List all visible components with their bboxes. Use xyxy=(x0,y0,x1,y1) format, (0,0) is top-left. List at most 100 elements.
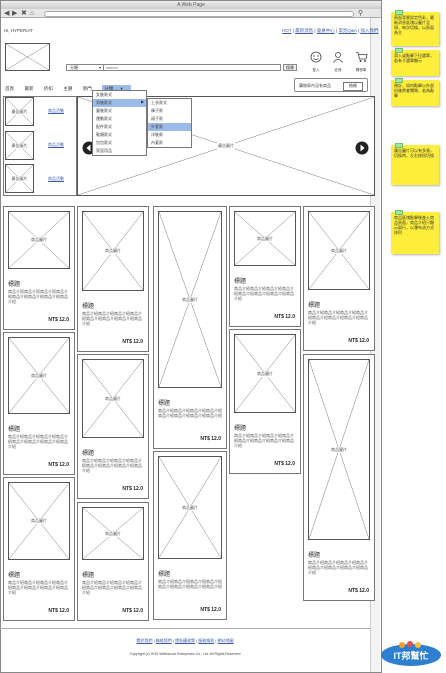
menu-item[interactable]: 上衣款式 xyxy=(151,100,167,105)
home-icon[interactable]: ⌂ xyxy=(30,10,35,17)
close-icon[interactable]: ✖ xyxy=(21,10,27,17)
product-image[interactable]: 商品圖片 xyxy=(158,456,222,559)
search-category-select[interactable]: 分類 ▾ xyxy=(66,64,104,71)
product-image[interactable]: 商品圖片 xyxy=(82,359,144,438)
product-image[interactable]: 商品圖片 xyxy=(308,211,370,290)
top-link[interactable]: 常見Q&A xyxy=(338,28,357,33)
image-label: 廣告圖片 xyxy=(10,142,29,149)
login-link[interactable]: 登入 xyxy=(309,50,323,73)
sticky-note: 頁面背景設定色彩，最新消息區塊以圖片呈現，每次切換，以頁面為主 xyxy=(391,10,439,46)
forward-icon[interactable]: ▶ xyxy=(12,10,18,17)
banner-thumb[interactable]: 廣告圖片 xyxy=(5,97,34,126)
product-card[interactable]: 商品圖片 標題 商品介紹商品介紹商品介紹商品介紹商品介紹商品介紹商品介紹商品介紹… xyxy=(229,206,301,327)
search-icon[interactable]: ⚲ xyxy=(358,10,364,17)
product-price: NT$ 12.0 xyxy=(274,314,295,320)
top-link[interactable]: 會員中心 xyxy=(316,28,335,33)
product-title: 標題 xyxy=(82,573,95,579)
product-price: NT$ 12.0 xyxy=(122,608,143,614)
image-label: 商品圖片 xyxy=(181,296,199,303)
product-card[interactable]: 商品圖片 標題 商品介紹商品介紹商品介紹商品介紹商品介紹商品介紹商品介紹商品介紹… xyxy=(77,206,149,352)
menu-item-selected[interactable]: 外套款 xyxy=(148,123,191,131)
nav-item[interactable]: 折扣 xyxy=(43,86,53,91)
top-link[interactable]: 加入我們 xyxy=(360,28,379,33)
back-icon[interactable]: ◀ xyxy=(4,10,10,17)
product-title: 標題 xyxy=(234,279,247,285)
pin-icon xyxy=(395,210,403,215)
menu-item[interactable]: 童裝款式 xyxy=(96,108,112,113)
nav-item[interactable]: 熱門 xyxy=(82,86,92,91)
nav-item-active[interactable]: 分類 ▾ xyxy=(102,85,131,93)
banner-thumb-link[interactable]: 商品活動 xyxy=(48,108,64,113)
next-arrow-icon[interactable] xyxy=(355,141,369,155)
main-nav: 首頁 最新 折扣 主題 熱門 分類 ▾ xyxy=(5,82,137,93)
cart-link[interactable]: 購物車 xyxy=(353,50,369,73)
product-card[interactable]: 商品圖片 標題 商品介紹商品介紹商品介紹商品介紹商品介紹商品介紹商品介紹商品介紹… xyxy=(303,354,375,601)
banner-thumb[interactable]: 廣告圖片 xyxy=(5,131,34,160)
user-icon xyxy=(333,52,343,63)
product-image[interactable]: 商品圖片 xyxy=(234,334,296,413)
top-link[interactable]: HOT xyxy=(282,28,292,33)
product-card[interactable]: 商品圖片 標題 商品介紹商品介紹商品介紹商品介紹商品介紹商品介紹商品介紹商品介紹… xyxy=(303,206,375,351)
product-image[interactable]: 商品圖片 xyxy=(8,211,70,269)
nav-item[interactable]: 最新 xyxy=(24,86,34,91)
logo[interactable] xyxy=(5,43,50,71)
pin-icon xyxy=(395,10,403,15)
subcategory-menu: 上衣款式 褲子款 裙子款 外套款 洋裝款 內著款 xyxy=(147,98,192,148)
product-image[interactable]: 商品圖片 xyxy=(82,507,144,560)
menu-item[interactable]: 鞋類款式 xyxy=(96,132,112,137)
category-menu: 女裝款式 男裝款式 童裝款式 運動款式 配件款式 鞋類款式 包包款式 家居用品 xyxy=(92,90,147,156)
menu-item-selected[interactable]: 男裝款式 xyxy=(93,99,146,107)
product-card[interactable]: 商品圖片 標題 商品介紹商品介紹商品介紹商品介紹商品介紹商品介紹商品介紹商品介紹… xyxy=(77,354,149,499)
checkout-button[interactable]: 結帳 xyxy=(343,82,363,91)
banner-thumbs xyxy=(3,96,77,196)
image-label: 商品圖片 xyxy=(330,446,348,453)
product-image[interactable]: 商品圖片 xyxy=(8,337,70,414)
banner-thumb-link[interactable]: 商品活動 xyxy=(48,142,64,147)
menu-item[interactable]: 洋裝款 xyxy=(151,132,163,137)
search-input[interactable] xyxy=(103,64,281,71)
menu-item[interactable]: 家居用品 xyxy=(96,148,112,153)
product-card[interactable]: 商品圖片 標題 商品介紹商品介紹商品介紹商品介紹商品介紹商品介紹商品介紹商品介紹… xyxy=(77,502,149,621)
banner-thumb-link[interactable]: 商品活動 xyxy=(48,176,64,181)
product-image[interactable]: 商品圖片 xyxy=(8,482,70,560)
search-button[interactable]: 搜尋 xyxy=(283,64,297,71)
watermark-logo: IT邦幫忙 xyxy=(380,641,442,667)
banner-thumb[interactable]: 廣告圖片 xyxy=(5,164,34,193)
footer-link[interactable]: 網站地圖 xyxy=(217,638,234,643)
footer-link[interactable]: 服務條款 xyxy=(198,638,215,643)
menu-item[interactable]: 女裝款式 xyxy=(96,92,112,97)
menu-item[interactable]: 裙子款 xyxy=(151,116,163,121)
product-card[interactable]: 商品圖片 標題 商品介紹商品介紹商品介紹商品介紹商品介紹商品介紹商品介紹商品介紹… xyxy=(153,451,227,620)
image-label: 商品圖片 xyxy=(104,248,122,254)
image-label: 商品圖片 xyxy=(330,247,348,254)
product-desc: 商品介紹商品介紹商品介紹商品介紹商品介紹商品介紹商品介紹商品介紹 xyxy=(8,289,68,304)
product-card[interactable]: 商品圖片 標題 商品介紹商品介紹商品介紹商品介紹商品介紹商品介紹商品介紹商品介紹… xyxy=(3,332,75,475)
product-card[interactable]: 商品圖片 標題 商品介紹商品介紹商品介紹商品介紹商品介紹商品介紹商品介紹商品介紹… xyxy=(229,329,301,474)
product-image[interactable]: 商品圖片 xyxy=(82,211,144,291)
top-link[interactable]: 最新消息 xyxy=(295,28,314,33)
product-price: NT$ 12.0 xyxy=(348,588,369,594)
product-title: 標題 xyxy=(158,572,171,578)
product-card[interactable]: 商品圖片 標題 商品介紹商品介紹商品介紹商品介紹商品介紹商品介紹商品介紹商品介紹… xyxy=(3,477,75,621)
product-image[interactable]: 商品圖片 xyxy=(158,211,222,388)
register-link[interactable]: 註冊 xyxy=(331,50,345,73)
cart-popup-text: 購物車內沒有商品 xyxy=(299,83,331,88)
nav-item[interactable]: 首頁 xyxy=(5,86,14,91)
menu-item[interactable]: 褲子款 xyxy=(151,108,163,113)
product-image[interactable]: 商品圖片 xyxy=(234,211,296,266)
menu-item[interactable]: 包包款式 xyxy=(96,140,112,145)
product-desc: 商品介紹商品介紹商品介紹商品介紹商品介紹商品介紹商品介紹商品介紹 xyxy=(82,311,142,326)
cart-label: 購物車 xyxy=(355,68,367,72)
url-bar[interactable] xyxy=(44,11,354,17)
footer-link[interactable]: 聯絡我們 xyxy=(155,638,172,643)
product-image[interactable]: 商品圖片 xyxy=(308,359,370,540)
footer-link[interactable]: 隱私權政策 xyxy=(175,638,195,643)
menu-item[interactable]: 配件款式 xyxy=(96,124,112,129)
footer-link[interactable]: 關於我們 xyxy=(136,638,153,643)
menu-item[interactable]: 內著款 xyxy=(151,140,163,145)
menu-item[interactable]: 運動款式 xyxy=(96,116,112,121)
product-desc: 商品介紹商品介紹商品介紹商品介紹商品介紹商品介紹商品介紹商品介紹 xyxy=(158,579,222,589)
product-card[interactable]: 商品圖片 標題 商品介紹商品介紹商品介紹商品介紹商品介紹商品介紹商品介紹商品介紹… xyxy=(153,206,227,449)
nav-item[interactable]: 主題 xyxy=(63,86,73,91)
product-card[interactable]: 商品圖片 標題 商品介紹商品介紹商品介紹商品介紹商品介紹商品介紹商品介紹商品介紹… xyxy=(3,206,75,330)
